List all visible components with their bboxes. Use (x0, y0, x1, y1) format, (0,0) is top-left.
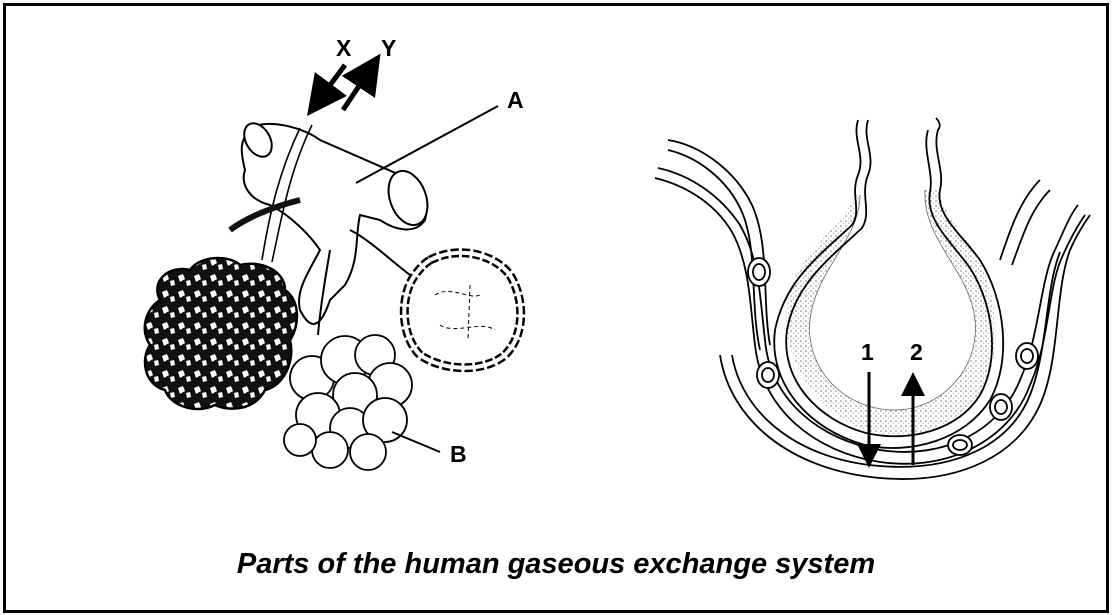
bronchiole-alveoli-diagram (145, 62, 521, 470)
label-a-pointer (356, 106, 498, 183)
arrow-y (343, 62, 375, 110)
arrow-x (313, 65, 345, 108)
label-x: X (336, 35, 352, 61)
label-b: B (450, 441, 467, 467)
label-1: 1 (861, 339, 874, 365)
label-b-pointer (392, 432, 440, 452)
label-2: 2 (910, 339, 923, 365)
red-blood-cell (990, 394, 1012, 420)
red-blood-cell (1016, 343, 1038, 369)
alveolus-capillary-diagram (655, 118, 1090, 479)
red-blood-cell (948, 435, 972, 455)
alveolus-interior (786, 190, 995, 435)
label-y: Y (381, 35, 396, 61)
red-blood-cell (757, 362, 779, 388)
figure-caption: Parts of the human gaseous exchange syst… (0, 548, 1112, 581)
alveolar-sac-cluster (284, 335, 412, 470)
capillary-network-cluster (145, 258, 297, 409)
red-blood-cell (748, 258, 770, 286)
label-a: A (507, 87, 524, 113)
branch-right (350, 230, 410, 275)
